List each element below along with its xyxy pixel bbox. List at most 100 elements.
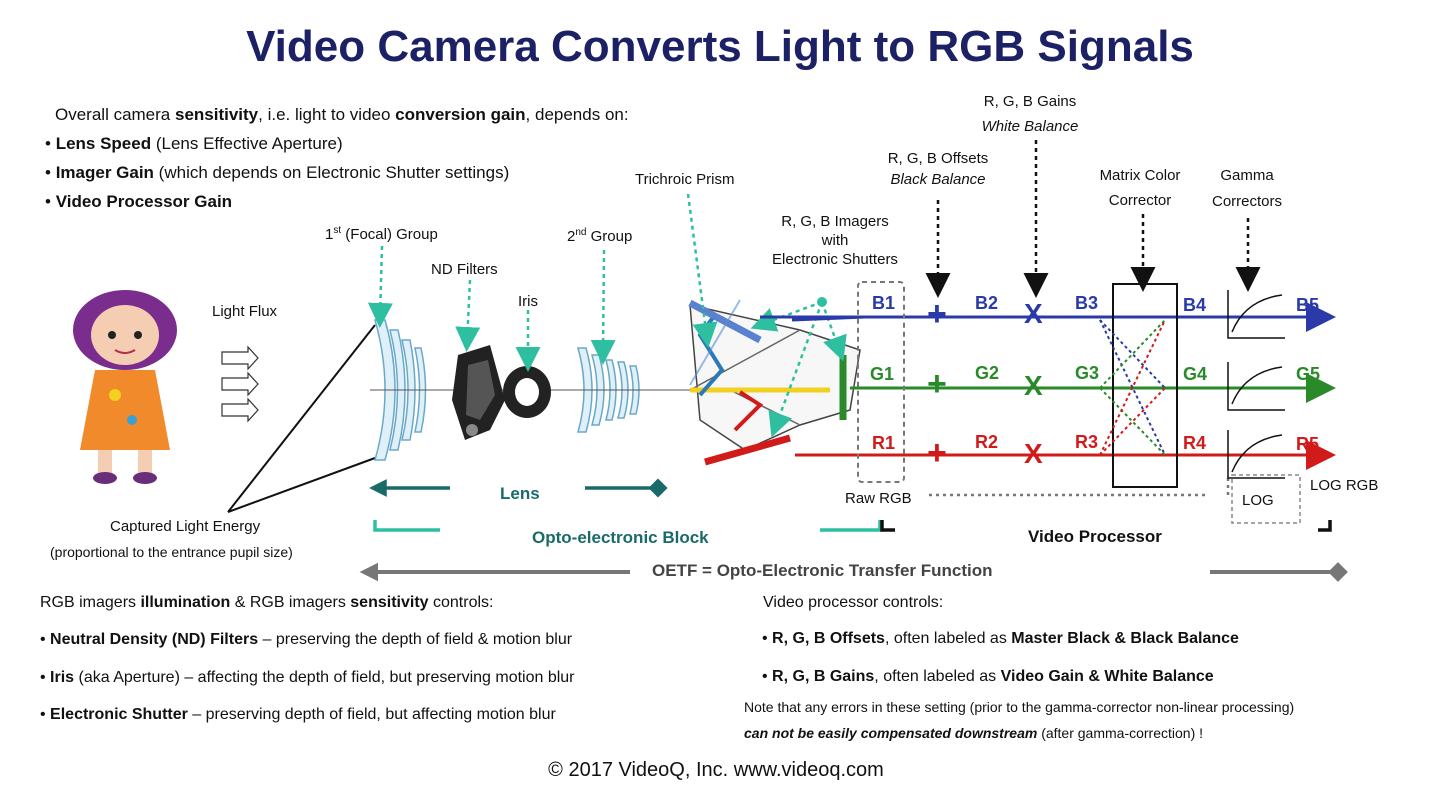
label-raw-rgb: Raw RGB [845,490,912,507]
left-control-shutter: • Electronic Shutter – preserving depth … [40,706,556,724]
right-note-line-1: Note that any errors in these setting (p… [744,699,1295,715]
label-imagers-1: R, G, B Imagers [781,213,889,230]
label-log-rgb: LOG RGB [1310,477,1379,494]
lens-bracket [369,478,668,498]
label-second-group-sup: nd [575,227,587,238]
intro-text: , i.e. light to video [258,105,396,124]
signal-b3: B3 [1075,293,1099,313]
right-control-gains: • R, G, B Gains, often labeled as Video … [762,668,1214,686]
right-note-line-2: can not be easily compensated downstream… [744,725,1203,741]
heading-bold: illumination [140,594,231,611]
label-iris: Iris [518,293,538,310]
right-control-offsets: • R, G, B Offsets, often labeled as Mast… [762,630,1239,648]
intro-bullet-processor-gain: • Video Processor Gain [45,192,232,212]
signal-g4: G4 [1183,364,1208,384]
heading-text: RGB imagers [40,594,141,611]
control-text: – preserving the depth of field & motion… [258,631,573,648]
label-black-balance: Black Balance [890,171,986,188]
label-white-balance: White Balance [981,118,1079,135]
left-controls-heading: RGB imagers illumination & RGB imagers s… [40,594,493,612]
bullet-text: (which depends on Electronic Shutter set… [153,163,510,182]
label-lens: Lens [500,484,540,503]
control-text: (aka Aperture) – affecting the depth of … [74,669,575,686]
bullet: • [45,163,56,182]
label-second-group: 2nd Group [567,227,632,245]
bullet-bold: Imager Gain [55,163,154,182]
label-gamma-1: Gamma [1220,167,1274,184]
note-emphasis: can not be easily compensated downstream [744,725,1038,741]
signal-g2: G2 [975,363,1000,383]
light-flux-arrows [221,345,259,423]
label-opto-block: Opto-electronic Block [532,528,709,547]
gain-times-g: X [1024,370,1043,401]
intro-line: Overall camera sensitivity, i.e. light t… [55,105,629,125]
imager-red [704,434,791,466]
imager-blue [688,299,762,344]
label-first-group-text: (Focal) Group [341,226,438,243]
prism-red-path [733,390,764,432]
signal-r3: R3 [1075,432,1099,452]
bullet-bold: Lens Speed [55,134,152,153]
control-bold: Video Gain & White Balance [1000,668,1214,685]
bullet: • [45,134,56,153]
signal-lines [760,302,1336,470]
label-log: LOG [1242,492,1274,509]
control-bold: R, G, B Offsets [772,630,885,647]
left-control-nd: • Neutral Density (ND) Filters – preserv… [40,631,572,649]
intro-text: , depends on: [525,105,629,124]
control-text: – preserving depth of field, but affecti… [187,706,556,723]
video-processor-bracket [880,520,1332,532]
intro-text: Overall camera [55,105,175,124]
label-gains: R, G, B Gains [983,93,1077,110]
control-bold: Electronic Shutter [50,706,188,723]
matrix-crossings [1099,319,1166,456]
signal-g5: G5 [1296,364,1321,384]
control-arrows [925,140,1261,298]
signal-g3: G3 [1075,363,1100,383]
signal-g1: G1 [870,364,895,384]
pointer-dot [817,297,827,307]
matrix-box [1112,283,1178,488]
label-captured: Captured Light Energy [110,518,261,535]
offset-plus-g: + [927,365,947,403]
signal-b1: B1 [872,293,896,313]
intro-sensitivity: sensitivity [174,105,259,124]
intro-bullet-imager-gain: • Imager Gain (which depends on Electron… [45,163,509,183]
label-imagers-3: Electronic Shutters [772,251,898,268]
label-matrix-2: Corrector [1108,192,1172,209]
label-first-group-sup: st [333,225,342,236]
heading-text: & RGB imagers [230,594,351,611]
bullet-bold: Video Processor Gain [55,192,233,211]
oetf-arrow [359,562,1348,582]
offset-plus-b: + [927,295,947,333]
gamma-curves [1227,290,1285,479]
footer-copyright: © 2017 VideoQ, Inc. www.videoq.com [548,759,884,781]
signal-b5: B5 [1296,295,1320,315]
heading-text: controls: [428,594,494,611]
label-prism: Trichroic Prism [635,171,735,188]
gain-times-r: X [1024,438,1043,469]
left-control-iris: • Iris (aka Aperture) – affecting the de… [40,669,575,687]
doll-icon [73,290,177,484]
iris-icon [503,366,551,418]
opto-bracket [373,520,882,532]
label-captured-sub: (proportional to the entrance pupil size… [50,544,293,560]
intro-gain: conversion gain [395,105,526,124]
bullet: • [762,668,773,685]
heading-bold: sensitivity [350,594,429,611]
gain-times-b: X [1024,298,1043,329]
bullet: • [40,631,51,648]
pupil-line-bottom [227,457,376,513]
signal-r4: R4 [1183,433,1207,453]
label-matrix-1: Matrix Color [1099,167,1181,184]
control-bold: Neutral Density (ND) Filters [50,631,259,648]
control-text: , often labeled as [884,630,1012,647]
label-gamma-2: Correctors [1211,193,1282,210]
bullet: • [40,669,51,686]
label-imagers-2: with [821,232,849,249]
signal-r2: R2 [975,432,999,452]
label-video-processor: Video Processor [1028,527,1162,546]
pupil-line-top [227,324,376,513]
label-nd-filters: ND Filters [431,261,498,278]
